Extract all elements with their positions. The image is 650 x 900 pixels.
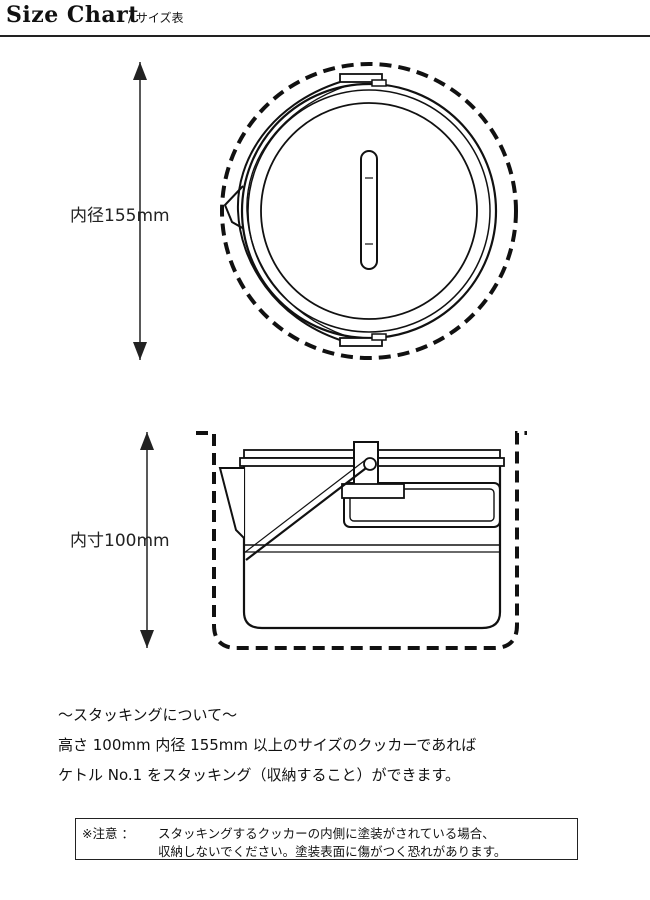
top-view [133,62,518,360]
page-subtitle: / サイズ表 [128,11,184,25]
kettle-body [242,463,502,630]
side-stacking-outline [196,431,527,650]
header: Size Chart / サイズ表 [0,0,650,38]
caution-label: ※注意 ： [82,826,134,841]
spout-side [218,467,245,539]
side-view [140,431,527,650]
page-title: Size Chart [6,2,139,28]
header-divider [0,35,650,37]
side-handle [343,482,501,528]
top-dimension-arrow [133,62,147,360]
stacking-line-1: 高さ 100mm 内径 155mm 以上のサイズのクッカーであれば [58,736,477,754]
stacking-section: 〜スタッキングについて〜 高さ 100mm 内径 155mm 以上のサイズのクッ… [58,700,476,790]
stacking-line-2: ケトル No.1 をスタッキング（収納すること）ができます。 [58,766,461,784]
caution-box: ※注意 ： スタッキングするクッカーの内側に塗装がされている場合、 収納しないで… [75,818,578,860]
side-dimension-arrow [140,432,154,648]
bail-handle-side [245,461,375,561]
lid-knob [360,150,378,270]
bail-handle-top [236,81,341,341]
inner-diameter-label: 内径155mm [70,206,170,226]
caution-line-1: スタッキングするクッカーの内側に塗装がされている場合、 [158,826,495,841]
top-stacking-outline [220,62,518,360]
inner-height-label: 内寸100mm [70,531,170,551]
caution-line-2: 収納しないでください。塗装表面に傷がつく恐れがあります。 [158,844,507,859]
stacking-heading: 〜スタッキングについて〜 [58,706,238,724]
